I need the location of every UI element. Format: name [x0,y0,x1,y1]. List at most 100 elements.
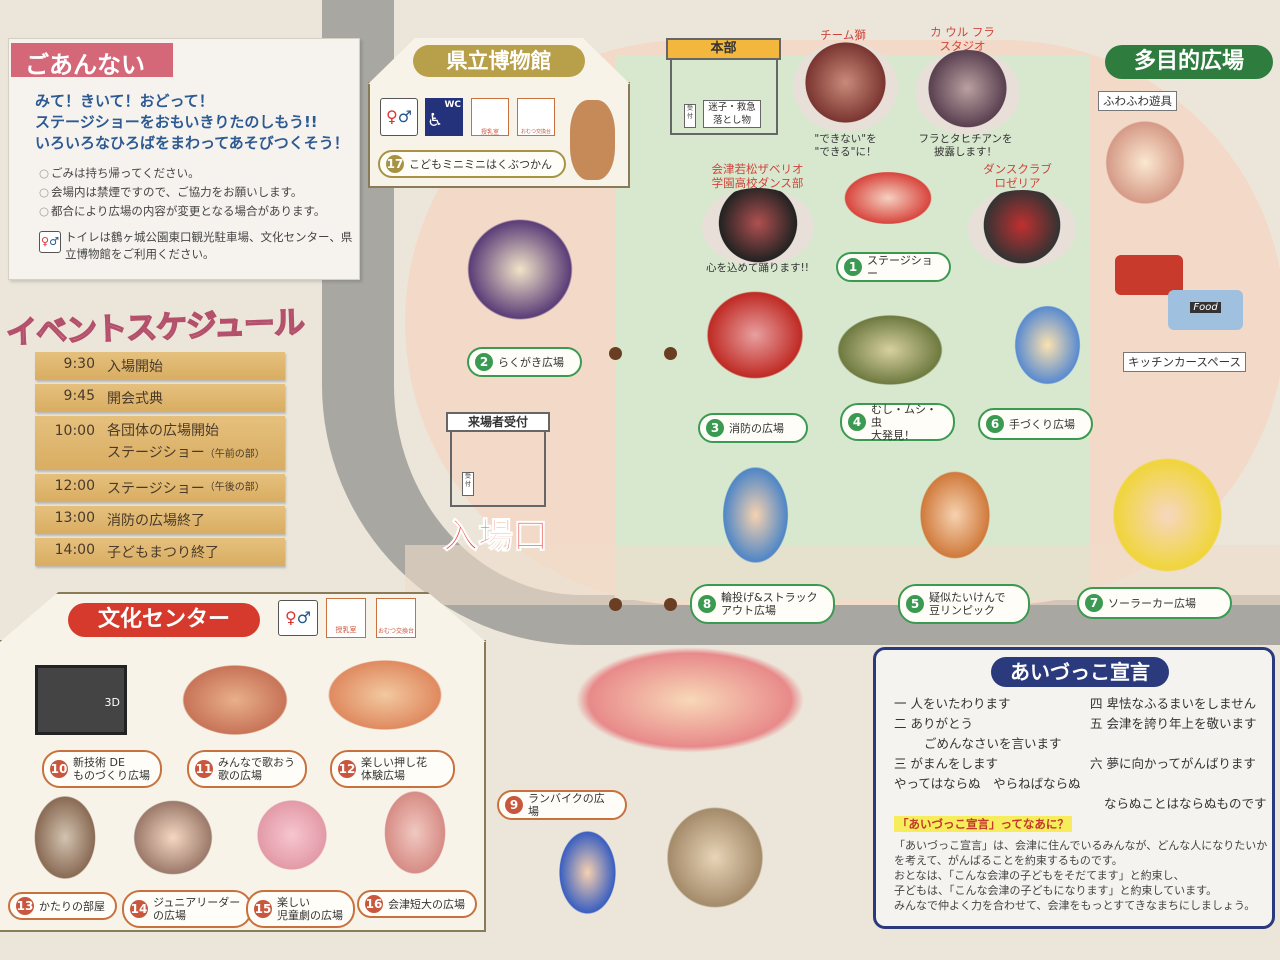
stage-group-name: 会津若松ザベリオ学園高校ダンス部 [700,162,815,190]
venue-3[interactable]: 3 消防の広場 [698,413,808,443]
pledge-item: ごめんなさいを言います [924,736,1062,751]
name-line: カ ウル フラ [930,25,995,39]
stage-group-photo [702,188,814,266]
venue-number: 14 [130,900,148,918]
pledge-explanation: 「あいづっこ宣言」は、会津に住んでいるみんなが、どんな人になりたいかを考えて、が… [894,838,1274,913]
venue-9[interactable]: 9 ランバイクの広場 [497,790,627,820]
restroom-icon: ♀♂ [380,98,418,136]
venue-label: ステージショー [867,254,933,280]
hq-desk-text: 迷子・救急 [708,102,756,113]
wc-label: WC [444,100,461,110]
venue-number: 10 [50,760,68,778]
venue-number: 4 [848,413,866,431]
venue-label: ランバイクの広場 [528,792,605,818]
event-note: （午後の部） [204,482,265,493]
venue-label: の広場 [153,909,186,922]
name-line: ロゼリア [994,176,1041,190]
pledge-title: あいづっこ宣言 [991,657,1169,687]
venue-number: 5 [906,595,924,613]
venue-label: 消防の広場 [729,421,784,435]
lead-line: いろいろなひろばをまわってあそびつくそう！ [35,134,349,152]
diaper-change-icon: おむつ交換台 [517,98,555,136]
diaper-change-icon: おむつ交換台 [376,598,416,638]
name-line: ダンスクラブ [983,162,1052,176]
multipurpose-plaza-title: 多目的広場 [1105,45,1273,79]
stage-group-name: チーム獅 [820,28,866,42]
time: 12:00 [54,478,95,494]
restroom-icon: ♀♂ [39,231,61,253]
jumping-kids-illustration [560,640,820,760]
dancing-kids-illustration [838,168,938,228]
ring-toss-illustration [718,460,793,570]
insects-illustration [830,310,950,390]
guide-box: ごあんない みて！きいて！おどって！ ステージショーをおもいきりたのしもう!! … [8,38,360,280]
stage-group-photo [915,50,1020,135]
toilet-note: ♀♂ トイレは鶴ヶ城公園東口観光駐車場、文化センター、県立博物館をご利用ください… [39,229,359,263]
pledge-closing: ならぬことはならぬものです [1104,796,1267,811]
name-line: 学園高校ダンス部 [711,176,804,190]
venue-number: 9 [505,796,523,814]
explanation-line: みんなで仲よく力を合わせて、会津をもっとすてきなまちにしましょう。 [894,899,1256,912]
time: 10:00 [54,423,95,439]
event-note: （午前の部） [204,449,265,460]
venue-label: 疑似たいけんで [929,591,1006,604]
guide-lead: みて！きいて！おどって！ ステージショーをおもいきりたのしもう!! いろいろなひ… [35,91,349,154]
bean-game-illustration [915,465,995,565]
aizukko-pledge-box: あいづっこ宣言 一 人をいたわります 二 ありがとう ごめんなさいを言います 三… [873,647,1275,929]
reception-sign: 受付 [462,472,474,496]
pressed-flower-illustration [320,655,450,735]
event: 子どもまつり終了 [107,545,219,561]
stage-group-name: カ ウル フラスタジオ [920,25,1005,53]
pledge-item: 五 会津を誇り年上を敬います [1090,716,1257,731]
venue-label: アウト広場 [721,604,776,617]
hq-desk-sign: 迷子・救急落とし物 [703,100,761,128]
venue-label: 児童劇の広場 [277,909,343,922]
restroom-icon: ♀♂ [278,600,318,636]
fire-truck-illustration [700,285,810,385]
nursing-room-icon: 授乳室 [471,98,509,136]
venue-13[interactable]: 13 かたりの部屋 [8,892,117,920]
event: ステージショー [107,445,205,461]
balance-bike-illustration [555,825,620,920]
hq-tent [670,60,778,135]
venue-number: 3 [706,419,724,437]
venue-label: 会津短大の広場 [388,897,465,911]
time: 14:00 [54,542,95,558]
stage-group-caption: "できない"を"できる"に！ [798,133,893,159]
binder-hole [609,347,622,360]
venue-label: むし・ムシ・虫 [871,402,937,429]
lead-line: ステージショーをおもいきりたのしもう!! [35,113,318,131]
stage-group-name: ダンスクラブロゼリア [975,162,1060,190]
pledge-item: 一 人をいたわります [894,696,1011,711]
venue-label: 楽しい [277,896,310,909]
name-line: スタジオ [939,39,986,53]
note-item: ごみは持ち帰ってください。 [39,164,325,183]
bubble-girl-illustration [1010,300,1085,390]
museum-title: 県立博物館 [413,45,585,77]
venue-16[interactable]: 16 会津短大の広場 [357,890,477,918]
venue-number: 13 [16,897,34,915]
explanation-line: 「あいづっこ宣言」は、会津に住んでいるみんなが、どんな人になりたいかを考えて、が… [894,839,1268,867]
venue-label: 手づくり広場 [1009,417,1075,431]
time: 9:45 [63,388,95,404]
schedule-row: 14:00 子どもまつり終了 [35,538,285,566]
food-truck-red-illustration [1115,255,1183,295]
venue-number: 16 [365,895,383,913]
venue-label: かたりの部屋 [39,899,105,913]
haniwa-mascot-illustration [570,100,615,180]
